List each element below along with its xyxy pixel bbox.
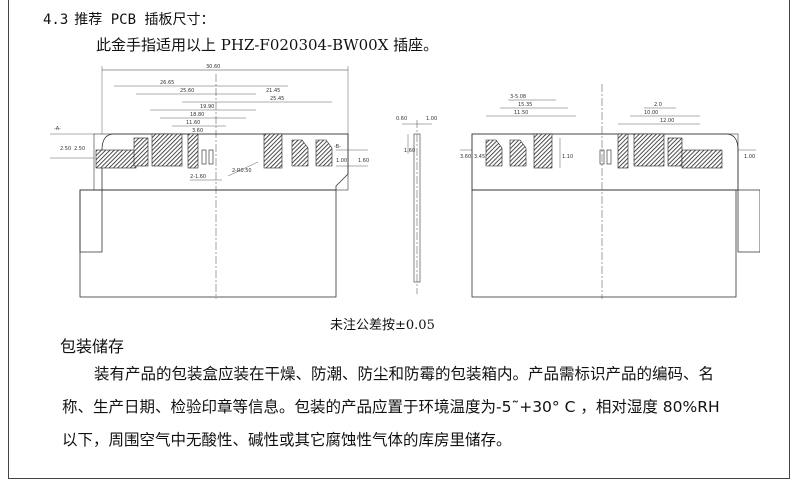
back-pad-1 <box>485 139 503 167</box>
dim-d8: 3.60 <box>192 128 203 134</box>
dim-d1: 26.65 <box>160 80 174 86</box>
dim-overall: 30.60 <box>206 64 220 70</box>
dim-h4: 1.00 <box>336 158 347 164</box>
tolerance-note: 未注公差按±0.05 <box>330 318 435 333</box>
pcb-drawing: 30.60 26.65 21.45 25.60 25.45 19.90 18.8… <box>50 64 760 299</box>
section-title: 推荐 PCB 插板尺寸： <box>74 12 215 28</box>
fit-note: 此金手指适用以上 PHZ-F020304-BW00X 插座。 <box>96 36 439 54</box>
back-pad-7 <box>681 149 723 169</box>
section-number: 4.3 <box>43 12 69 28</box>
back-pad-2 <box>509 139 527 167</box>
front-pad-7 <box>315 139 333 167</box>
front-pad-6 <box>291 139 309 167</box>
back-tab <box>471 133 739 191</box>
back-dim-r2: 15.35 <box>518 102 532 108</box>
dim-h2: 2.50 <box>74 146 85 152</box>
back-dim-r6: 10.00 <box>644 110 658 116</box>
dim-chamfer: 2-R0.50 <box>232 168 252 174</box>
back-pad-6 <box>667 137 683 167</box>
back-board-body <box>471 189 737 298</box>
back-pad-4 <box>617 133 629 169</box>
dim-h1: 2.50 <box>60 146 71 152</box>
packaging-text: 装有产品的包装盒应装在干燥、防潮、防尘和防霉的包装箱内。产品需标识产品的编码、名… <box>62 365 720 449</box>
front-board-body <box>79 189 337 298</box>
dim-d7: 11.60 <box>186 120 200 126</box>
side-dim-h: 1.60 <box>404 148 415 154</box>
front-pad-5 <box>263 133 283 169</box>
packaging-body: 装有产品的包装盒应装在干燥、防潮、防尘和防霉的包装箱内。产品需标识产品的编码、名… <box>62 358 738 457</box>
front-slot-1 <box>201 149 207 165</box>
side-view: 0.60 1.00 1.60 <box>396 116 437 294</box>
dim-d4: 21.45 <box>266 88 280 94</box>
side-dim-t1: 0.60 <box>396 116 407 122</box>
back-dim-r3: 11.50 <box>514 110 528 116</box>
dim-ref-a: -A- <box>54 126 61 132</box>
back-dim-r5: 2.0 <box>654 102 662 108</box>
dim-h3: 1.60 <box>358 158 369 164</box>
front-view: 30.60 26.65 21.45 25.60 25.45 19.90 18.8… <box>50 64 369 299</box>
dim-ref-b: -B- <box>334 144 341 150</box>
back-slot-2 <box>606 149 612 165</box>
front-tab <box>93 133 349 191</box>
back-view: 3-5.08 15.35 11.50 1.10 2.0 10.00 12.00 … <box>460 84 760 299</box>
back-dim-r1: 3-5.08 <box>510 94 526 100</box>
dim-d6: 18.80 <box>190 112 204 118</box>
back-dim-r8: 3.60 <box>460 154 471 160</box>
back-pad-5 <box>633 133 665 167</box>
side-dim-t2: 1.00 <box>426 116 437 122</box>
dim-d3: 25.45 <box>270 96 284 102</box>
packaging-heading: 包装储存 <box>60 337 125 356</box>
back-dim-r4: 1.10 <box>562 154 573 160</box>
front-pad-3 <box>151 133 183 167</box>
front-pad-2 <box>133 137 149 167</box>
section-heading: 4.3 推荐 PCB 插板尺寸： <box>43 9 214 29</box>
dim-pitch: 2-1.60 <box>190 174 206 180</box>
front-pad-4 <box>187 133 199 169</box>
back-pad-3 <box>533 133 553 169</box>
page-frame <box>8 0 790 479</box>
front-slot-2 <box>208 149 214 165</box>
back-dim-r10: 1.00 <box>744 154 755 160</box>
back-dim-r7: 12.00 <box>660 118 674 124</box>
back-dim-r9: 3.45 <box>474 154 485 160</box>
dim-d2: 25.60 <box>180 88 194 94</box>
dim-d5: 19.90 <box>200 104 214 110</box>
front-pad-1 <box>95 149 137 169</box>
